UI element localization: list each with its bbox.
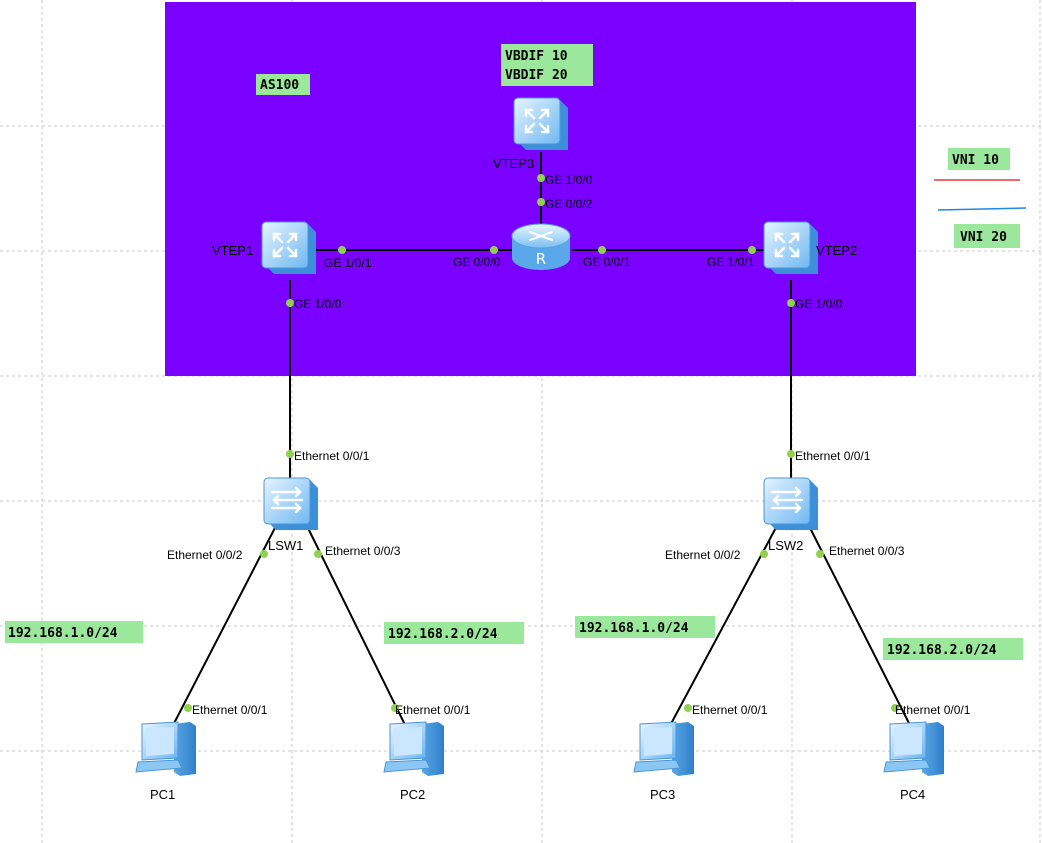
port-dot (537, 174, 545, 182)
port-vtep1-ge100: GE 1/0/0 (294, 297, 342, 311)
pc4-label: PC4 (900, 787, 925, 802)
note-vbdif20-text: VBDIF 20 (505, 68, 568, 83)
port-r-ge000: GE 0/0/0 (453, 255, 501, 269)
port-lsw2-e003: Ethernet 0/0/3 (829, 544, 905, 558)
port-dot (314, 550, 322, 558)
port-dots (184, 174, 899, 712)
port-pc2-e001: Ethernet 0/0/1 (395, 703, 471, 717)
port-vtep3-ge100: GE 1/0/0 (545, 173, 593, 187)
port-dot (260, 550, 268, 558)
port-lsw2-e002: Ethernet 0/0/2 (665, 548, 741, 562)
note-subnet-pc2: 192.168.2.0/24 (384, 622, 524, 644)
pc-icon (383, 721, 445, 777)
l3-switch-icon (512, 96, 570, 152)
pc-icon (633, 721, 695, 777)
note-subnet-pc1-text: 192.168.1.0/24 (8, 626, 118, 641)
port-dot (816, 550, 824, 558)
links (167, 152, 916, 736)
legend-vni10: VNI 10 (934, 148, 1020, 181)
device-pc2[interactable]: PC2 (383, 721, 445, 802)
link-lsw2-pc4 (806, 521, 916, 736)
device-vtep2[interactable]: VTEP2 (762, 220, 857, 276)
port-dot (537, 198, 545, 206)
lsw1-label: LSW1 (268, 538, 303, 553)
port-lsw1-e003: Ethernet 0/0/3 (325, 544, 401, 558)
port-dot (338, 246, 346, 254)
pc-icon (883, 721, 945, 777)
legend-vni20: VNI 20 (937, 207, 1027, 248)
vtep2-label: VTEP2 (816, 243, 857, 258)
device-pc1[interactable]: PC1 (135, 721, 197, 802)
vtep1-label: VTEP1 (212, 243, 253, 258)
note-subnet-pc4-text: 192.168.2.0/24 (887, 643, 997, 658)
port-pc1-e001: Ethernet 0/0/1 (192, 703, 268, 717)
device-lsw2[interactable]: LSW2 (762, 476, 820, 553)
note-subnet-pc1: 192.168.1.0/24 (5, 621, 143, 643)
port-dot (391, 704, 399, 712)
lsw2-label: LSW2 (768, 538, 803, 553)
port-labels: GE 1/0/0 GE 0/0/2 GE 1/0/1 GE 0/0/0 GE 0… (167, 173, 971, 717)
pc3-label: PC3 (650, 787, 675, 802)
switch-icon (762, 476, 820, 532)
legend-vni20-line (937, 207, 1027, 211)
port-dot (490, 246, 498, 254)
port-pc4-e001: Ethernet 0/0/1 (895, 703, 971, 717)
port-vtep2-ge101: GE 1/0/1 (707, 255, 755, 269)
port-lsw1-e002: Ethernet 0/0/2 (167, 548, 243, 562)
l3-switch-icon (260, 220, 318, 276)
port-lsw1-e001: Ethernet 0/0/1 (294, 449, 370, 463)
port-dot (760, 550, 768, 558)
device-vtep1[interactable]: VTEP1 (212, 220, 318, 276)
note-subnet-pc3: 192.168.1.0/24 (575, 616, 715, 638)
legend-vni20-text: VNI 20 (960, 230, 1007, 245)
pc1-label: PC1 (150, 787, 175, 802)
link-lsw1-pc1 (167, 521, 279, 736)
pc2-label: PC2 (400, 787, 425, 802)
note-as100-text: AS100 (260, 78, 299, 93)
port-vtep2-ge100: GE 1/0/0 (795, 297, 843, 311)
port-vtep1-ge101: GE 1/0/1 (324, 256, 372, 270)
router-icon (511, 223, 571, 271)
pc-icon (135, 721, 197, 777)
port-dot (286, 450, 294, 458)
vtep3-label: VTEP3 (493, 156, 534, 171)
port-pc3-e001: Ethernet 0/0/1 (692, 703, 768, 717)
switch-icon (262, 476, 320, 532)
note-subnet-pc3-text: 192.168.1.0/24 (579, 621, 689, 636)
link-lsw2-pc3 (664, 521, 780, 736)
port-dot (286, 299, 294, 307)
port-r-ge002: GE 0/0/2 (545, 197, 593, 211)
note-subnet-pc2-text: 192.168.2.0/24 (388, 627, 498, 642)
port-dot (787, 299, 795, 307)
note-subnet-pc4: 192.168.2.0/24 (883, 638, 1023, 660)
port-r-ge001: GE 0/0/1 (583, 255, 631, 269)
port-dot (684, 704, 692, 712)
note-vbdif: VBDIF 10 VBDIF 20 (501, 44, 593, 86)
legend-vni10-text: VNI 10 (952, 153, 999, 168)
port-dot (891, 704, 899, 712)
note-vbdif10-text: VBDIF 10 (505, 49, 568, 64)
device-vtep3[interactable]: VTEP3 (493, 96, 570, 171)
link-lsw1-pc2 (304, 521, 411, 736)
port-dot (184, 704, 192, 712)
port-dot (598, 246, 606, 254)
device-pc3[interactable]: PC3 (633, 721, 695, 802)
l3-switch-icon (762, 220, 820, 276)
note-as100: AS100 (256, 74, 310, 95)
device-lsw1[interactable]: LSW1 (262, 476, 320, 553)
port-dot (787, 450, 795, 458)
port-dot (748, 246, 756, 254)
device-pc4[interactable]: PC4 (883, 721, 945, 802)
port-lsw2-e001: Ethernet 0/0/1 (795, 449, 871, 463)
